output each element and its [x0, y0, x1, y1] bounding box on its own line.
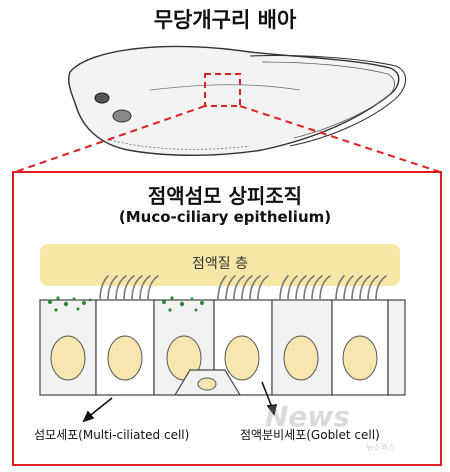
nucleus	[283, 335, 319, 381]
embryo-fin-inner	[261, 61, 395, 139]
watermark-subtext: 뉴스웍스	[366, 443, 396, 452]
panel-title: 점액섬모 상피조직	[147, 184, 303, 208]
embryo-somite-line	[149, 84, 301, 91]
zoom-region	[204, 73, 241, 107]
secretory-granules	[48, 296, 204, 312]
arrow-goblet-head	[266, 404, 278, 416]
detail-panel	[12, 171, 442, 466]
nucleus	[342, 335, 378, 381]
cell-7	[387, 299, 406, 396]
embryo-belly-shade	[109, 139, 251, 150]
mucus-layer-label: 점액질 층	[192, 256, 248, 272]
cilia	[99, 275, 387, 301]
embryo-eye	[94, 92, 110, 104]
page-title: 무당개구리 배아	[153, 8, 297, 32]
embryo-fin	[249, 54, 407, 147]
nucleus	[50, 335, 86, 381]
embryo-body	[67, 45, 400, 156]
nucleus	[224, 335, 260, 381]
arrow-multiciliated-head	[82, 410, 95, 423]
pointer-arrows	[82, 381, 278, 423]
mucus-layer	[40, 244, 400, 286]
nuclei	[50, 335, 378, 381]
panel-subtitle: (Muco-ciliary epithelium)	[118, 208, 332, 226]
zoom-connector-left	[14, 105, 206, 173]
watermark-logo: News	[265, 400, 350, 433]
embryo-illustration	[67, 45, 407, 156]
basal-cell-nucleus	[197, 377, 217, 391]
nucleus	[107, 335, 143, 381]
embryo-gill	[112, 109, 132, 123]
multiciliated-cell-label: 섬모세포(Multi-ciliated cell)	[34, 428, 190, 442]
goblet-cell-label: 점액분비세포(Goblet cell)	[240, 428, 380, 442]
